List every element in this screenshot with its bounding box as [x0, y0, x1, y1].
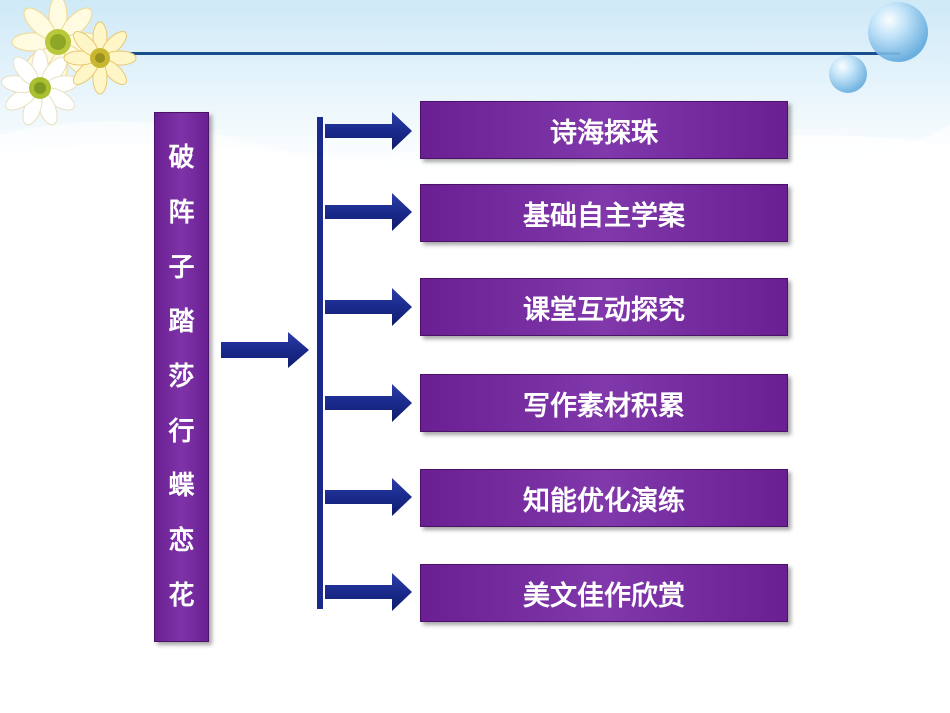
menu-item-label: 诗海探珠	[550, 117, 658, 149]
title-char: 行	[168, 416, 195, 447]
menu-item-label: 知能优化演练	[523, 485, 685, 517]
menu-item-writing-material[interactable]: 写作素材积累	[420, 374, 788, 432]
header-decorations	[1, 0, 928, 126]
menu-item-essay-appreciation[interactable]: 美文佳作欣赏	[420, 564, 788, 622]
title-char: 子	[168, 252, 195, 283]
title-char: 花	[168, 580, 195, 611]
menu-item-label: 写作素材积累	[523, 390, 685, 422]
arrow-right-icon	[325, 384, 412, 422]
menu-item-label: 课堂互动探究	[523, 294, 685, 326]
title-char: 恋	[168, 525, 195, 556]
arrow-right-icon	[325, 573, 412, 611]
title-char: 踏	[168, 307, 195, 338]
daisy-flower-icon	[1, 48, 79, 126]
header-divider-line	[70, 52, 900, 55]
connector-vertical-line	[317, 117, 323, 609]
title-char: 莎	[168, 361, 195, 392]
menu-item-practice[interactable]: 知能优化演练	[420, 469, 788, 527]
blue-bubble-icon	[829, 55, 867, 93]
menu-item-label: 基础自主学案	[523, 200, 685, 232]
menu-item-class-interaction[interactable]: 课堂互动探究	[420, 278, 788, 336]
menu-item-basic-study[interactable]: 基础自主学案	[420, 184, 788, 242]
arrow-right-icon	[325, 193, 412, 231]
title-char: 阵	[168, 197, 195, 228]
arrow-right-icon	[325, 112, 412, 150]
blue-bubble-icon	[868, 2, 928, 62]
arrow-right-icon	[221, 332, 309, 368]
menu-item-label: 美文佳作欣赏	[523, 580, 685, 612]
title-char: 破	[168, 143, 195, 174]
title-vertical-box: 破 阵 子 踏 莎 行 蝶 恋 花	[154, 112, 209, 642]
arrow-right-icon	[325, 288, 412, 326]
daisy-flower-icon	[63, 21, 137, 95]
arrow-right-icon	[325, 478, 412, 516]
title-char: 蝶	[168, 471, 195, 502]
menu-item-poetry[interactable]: 诗海探珠	[420, 101, 788, 159]
